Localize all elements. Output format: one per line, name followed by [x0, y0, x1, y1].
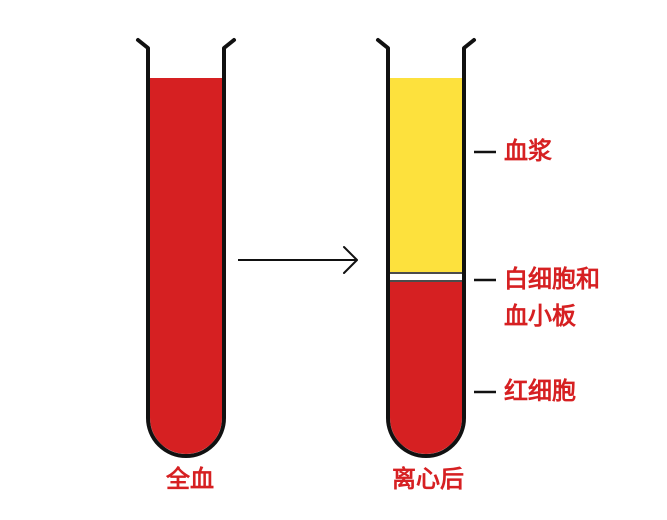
process-arrow — [238, 246, 358, 274]
plasma-label: 血浆 — [504, 137, 552, 165]
arrow-head — [343, 246, 358, 274]
centrifuged-tube-outline — [376, 38, 476, 458]
buffy-coat-layer — [390, 272, 462, 278]
after-centrifugation-label: 离心后 — [392, 465, 464, 493]
whole-blood-label: 全血 — [166, 465, 214, 493]
centrifuged-tube — [376, 38, 476, 458]
whole-blood-tube-outline — [136, 38, 236, 458]
whole-blood-tube — [136, 38, 236, 458]
plasma-layer — [390, 78, 462, 272]
wbc-platelets-label-line1: 白细胞和 — [504, 265, 600, 293]
rbc-label: 红细胞 — [504, 377, 576, 405]
wbc-platelets-label-line2: 血小板 — [504, 302, 576, 330]
red-cell-layer — [390, 282, 462, 454]
whole-blood-fill — [150, 78, 222, 454]
